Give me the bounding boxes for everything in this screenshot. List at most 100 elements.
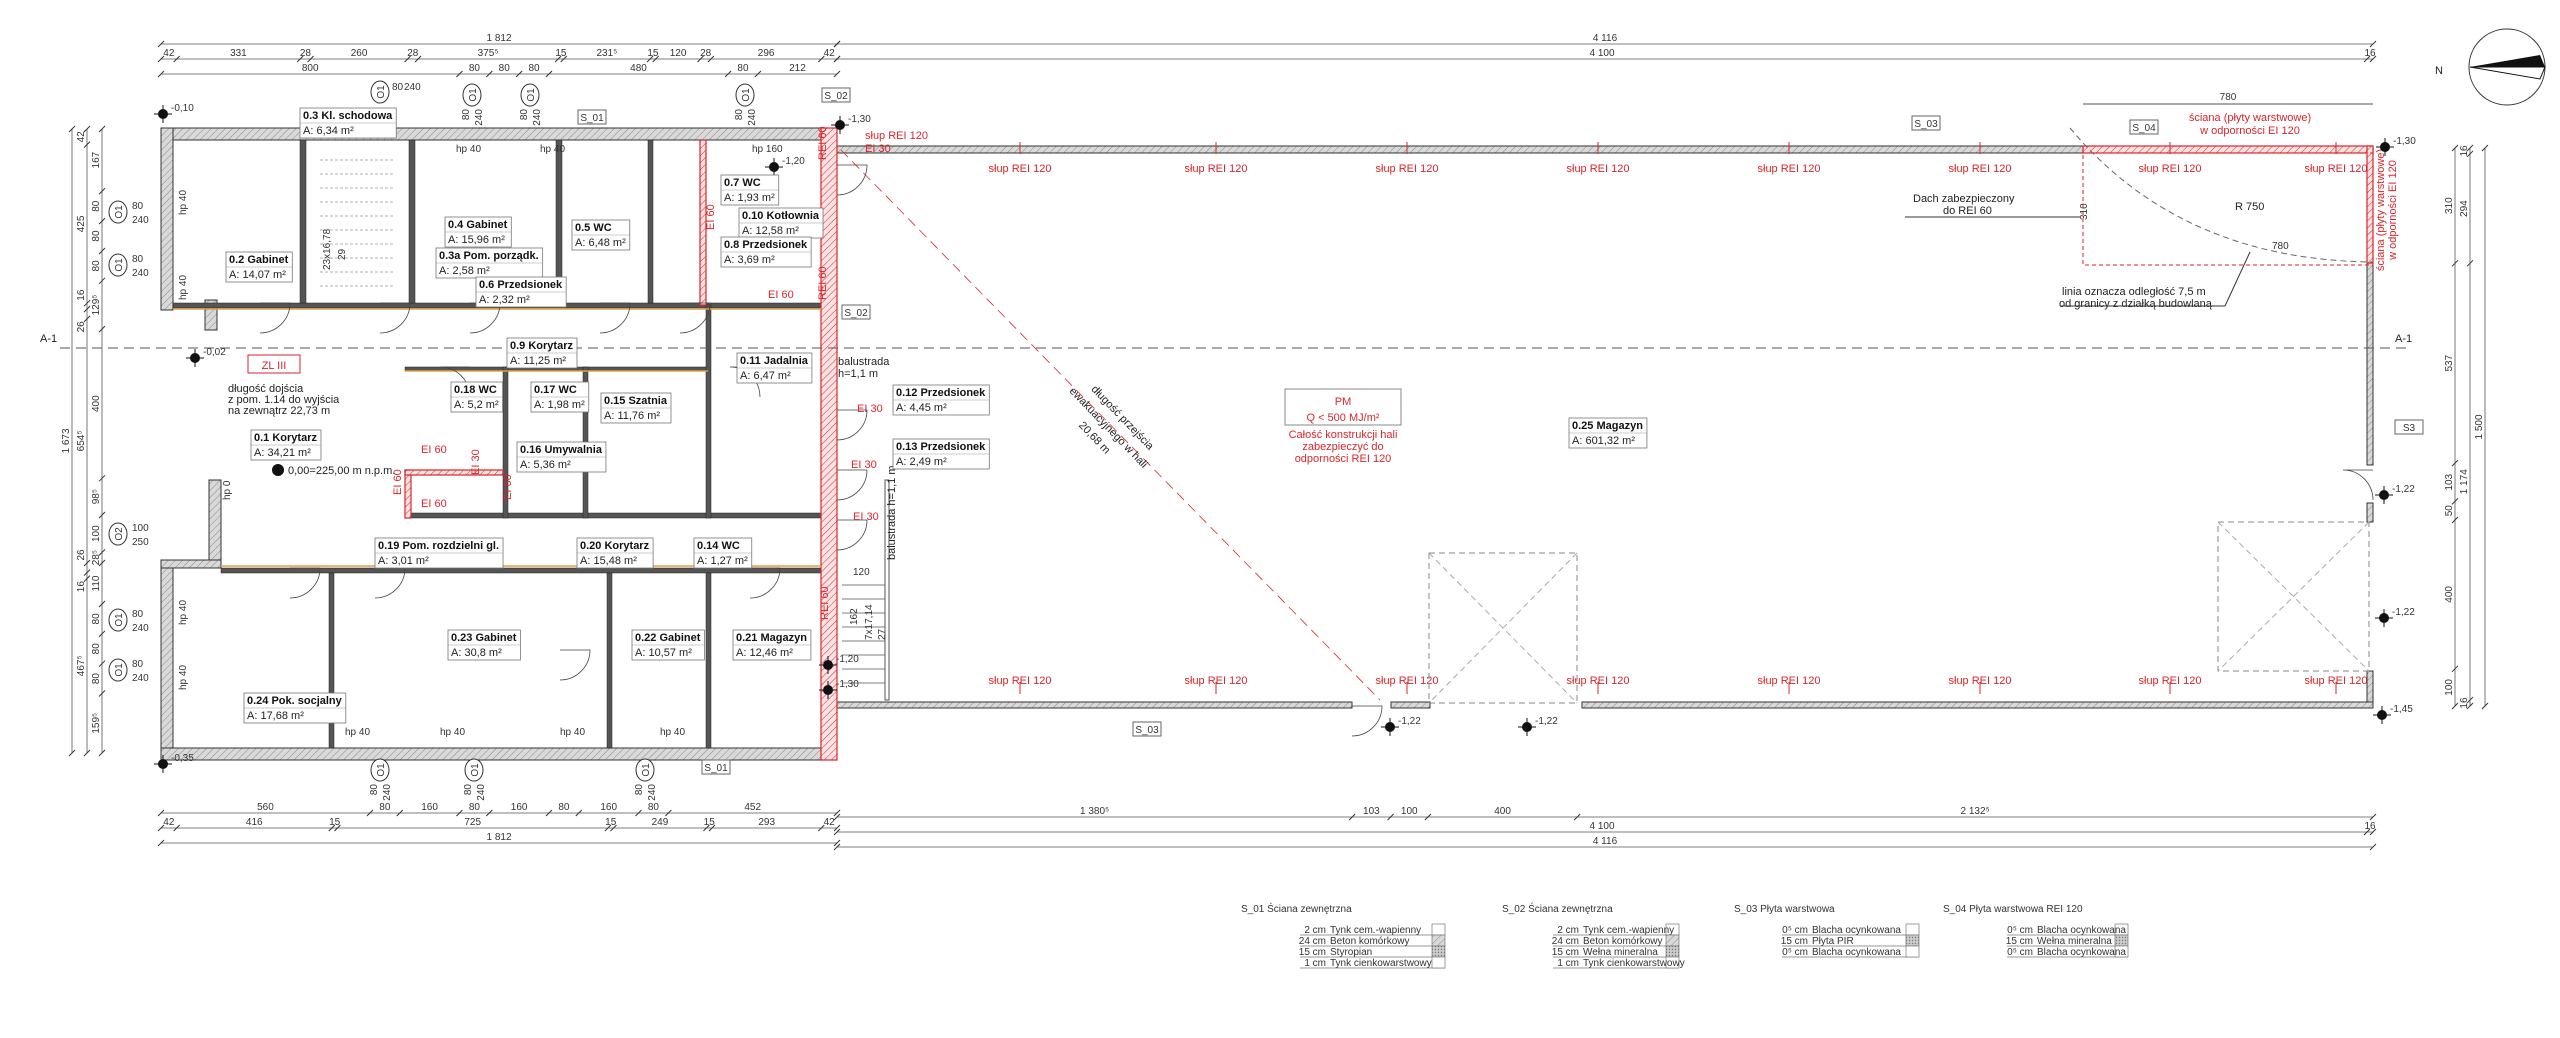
dimension-tick bbox=[833, 40, 841, 48]
column-label: słup REI 120 bbox=[1376, 163, 1439, 175]
window-id: O1 bbox=[741, 88, 752, 102]
wall-type-tag bbox=[821, 87, 851, 103]
layer-material: Wełna mineralna bbox=[2037, 936, 2112, 947]
window-marker bbox=[108, 522, 128, 546]
column-label: słup REI 120 bbox=[2305, 163, 2368, 175]
window-height: 240 bbox=[132, 268, 149, 279]
dimension-tick bbox=[396, 809, 404, 817]
dimension-value: 15 bbox=[555, 48, 567, 59]
boundary-note: linia oznacza odległość 7,5 m bbox=[2062, 286, 2206, 298]
north-arrow-icon bbox=[2469, 66, 2546, 80]
dimension-tick bbox=[83, 315, 91, 323]
column-label: słup REI 120 bbox=[1185, 163, 1248, 175]
fire-rating-label: EI 30 bbox=[853, 511, 879, 523]
window-height: 250 bbox=[132, 537, 149, 548]
window-marker bbox=[108, 200, 128, 224]
dimension-value: 42 bbox=[76, 131, 87, 143]
door-swing bbox=[259, 302, 291, 334]
roof-note: do REI 60 bbox=[1943, 205, 1992, 217]
room-name: 0.21 Magazyn bbox=[736, 632, 807, 644]
room-area: A: 3,69 m² bbox=[724, 254, 775, 266]
dimension-tick bbox=[833, 824, 841, 832]
window-width: 80 bbox=[132, 659, 144, 670]
room-area: A: 12,46 m² bbox=[736, 647, 793, 659]
dimension-value: 28 bbox=[300, 48, 312, 59]
elevation-label: -1,20 bbox=[782, 156, 805, 167]
wall-type-tag bbox=[841, 304, 871, 320]
dimension-tick bbox=[2451, 144, 2459, 152]
layer-material: Blacha ocynkowana bbox=[2037, 925, 2126, 936]
room-name: 0.25 Magazyn bbox=[1572, 420, 1643, 432]
door-swing bbox=[559, 649, 591, 681]
window-height: 240 bbox=[474, 109, 485, 126]
dimension-tick bbox=[554, 55, 562, 63]
dimension-tick bbox=[646, 55, 654, 63]
roof-dim-780: 780 bbox=[2272, 241, 2289, 252]
window-id: O1 bbox=[114, 258, 125, 272]
layer-material: Tynk cienkowarstwowy bbox=[1583, 958, 1685, 969]
window-height: 240 bbox=[647, 784, 658, 801]
fire-rating-label: REI 60 bbox=[817, 126, 829, 160]
dimension-tick bbox=[2369, 40, 2377, 48]
legend-title: S_04 Płyta warstwowa REI 120 bbox=[1943, 904, 2083, 915]
sill-height-label: hp 40 bbox=[560, 727, 585, 738]
exterior-wall bbox=[160, 127, 838, 141]
fire-rating-label: EI 30 bbox=[470, 449, 482, 475]
dimension-value: 80 bbox=[529, 63, 541, 74]
interior-wall bbox=[705, 304, 712, 519]
interior-wall bbox=[404, 512, 822, 519]
dimension-value: 16 bbox=[76, 581, 87, 593]
dimension-tick bbox=[2466, 144, 2474, 152]
dimension-tick bbox=[98, 511, 106, 519]
dimension-value: 4 116 bbox=[1593, 33, 1618, 44]
fire-rating-label: EI 60 bbox=[392, 469, 404, 495]
door-swing bbox=[1351, 705, 1383, 737]
wall-type-tag bbox=[2394, 419, 2424, 435]
dimension-tick bbox=[98, 600, 106, 608]
dimension-value: 80 bbox=[469, 802, 481, 813]
dimension-tick bbox=[98, 690, 106, 697]
layer-thickness: 0⁵ cm bbox=[1782, 947, 1808, 958]
room-name: 0.14 WC bbox=[697, 540, 740, 552]
layer-thickness: 2 cm bbox=[1304, 925, 1326, 936]
room-label: 0.3a Pom. porządk.A: 2,58 m² bbox=[435, 247, 544, 279]
fire-rating-label: EI 30 bbox=[865, 143, 891, 155]
dimension-tick bbox=[98, 749, 106, 757]
layer-thickness: 2 cm bbox=[1557, 925, 1579, 936]
room-area: A: 15,48 m² bbox=[580, 555, 637, 567]
dimension-tick bbox=[817, 55, 825, 63]
elevation-label: -1,22 bbox=[1398, 716, 1421, 727]
room-area: A: 17,68 m² bbox=[247, 710, 304, 722]
window-width: 80 bbox=[734, 109, 745, 121]
dimension-tick bbox=[2451, 665, 2459, 673]
dimension-value: 4 100 bbox=[1589, 821, 1614, 832]
material-swatch bbox=[1665, 956, 1680, 969]
dimension-value: 120 bbox=[670, 48, 687, 59]
dimension-value: 80 bbox=[91, 613, 102, 625]
roof-dim-310: 310 bbox=[2079, 203, 2090, 220]
window-id: O1 bbox=[468, 88, 479, 102]
window-id: O2 bbox=[114, 527, 125, 541]
room-label: 0.18 WCA: 5,2 m² bbox=[450, 381, 504, 413]
room-label: 0.7 WCA: 1,93 m² bbox=[720, 174, 780, 206]
layer-material: Blacha ocynkowana bbox=[1812, 925, 1901, 936]
dimension-tick bbox=[2451, 259, 2459, 267]
zone-label: ZL III bbox=[262, 360, 287, 372]
wall-type-tag-label: S_03 bbox=[1135, 725, 1159, 736]
layer-thickness: 15 cm bbox=[2006, 936, 2033, 947]
section-label-left: A-1 bbox=[40, 333, 57, 345]
fire-load-box bbox=[1284, 388, 1402, 426]
column-label: słup REI 120 bbox=[1949, 675, 2012, 687]
door-swing bbox=[289, 567, 321, 599]
material-swatch bbox=[1431, 923, 1446, 936]
room-name: 0.17 WC bbox=[534, 384, 577, 396]
wall-type-tag-label: S_01 bbox=[704, 763, 728, 774]
room-area: A: 2,58 m² bbox=[439, 265, 490, 277]
dimension-tick bbox=[98, 559, 106, 567]
room-area: A: 34,21 m² bbox=[254, 447, 311, 459]
